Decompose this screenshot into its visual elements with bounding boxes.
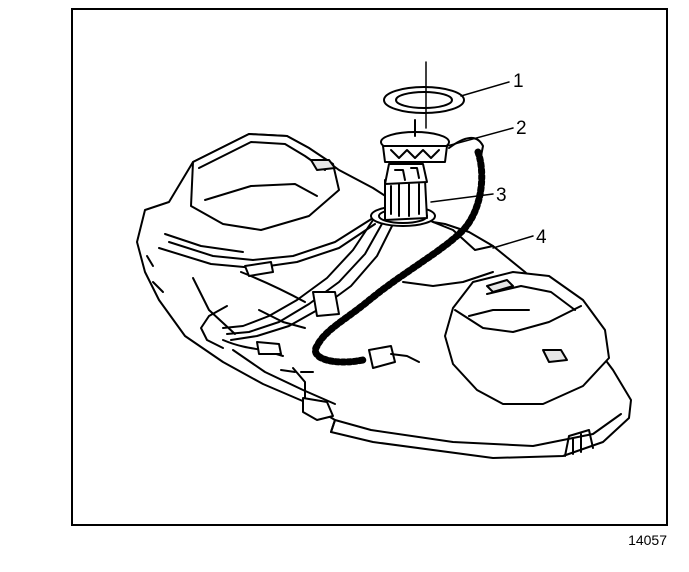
leader-3 [430,193,494,203]
callout-1: 1 [513,71,524,92]
callout-4: 4 [536,227,547,248]
leader-2 [446,127,514,147]
fuel-tank-illustration: 1 2 3 4 [136,61,632,459]
fuel-sender-assembly [370,163,436,227]
leader-4 [492,235,534,249]
callout-2: 2 [516,118,527,139]
figure-number: 14057 [628,532,667,548]
fuel-lines [200,148,486,421]
sender-cover [380,119,484,163]
leader-1 [460,81,510,97]
callout-3: 3 [496,185,507,206]
fuel-tank [136,133,632,459]
callout-leaders [430,81,534,249]
lock-ring [383,61,465,129]
figure-frame: 1 2 3 4 [71,8,668,526]
